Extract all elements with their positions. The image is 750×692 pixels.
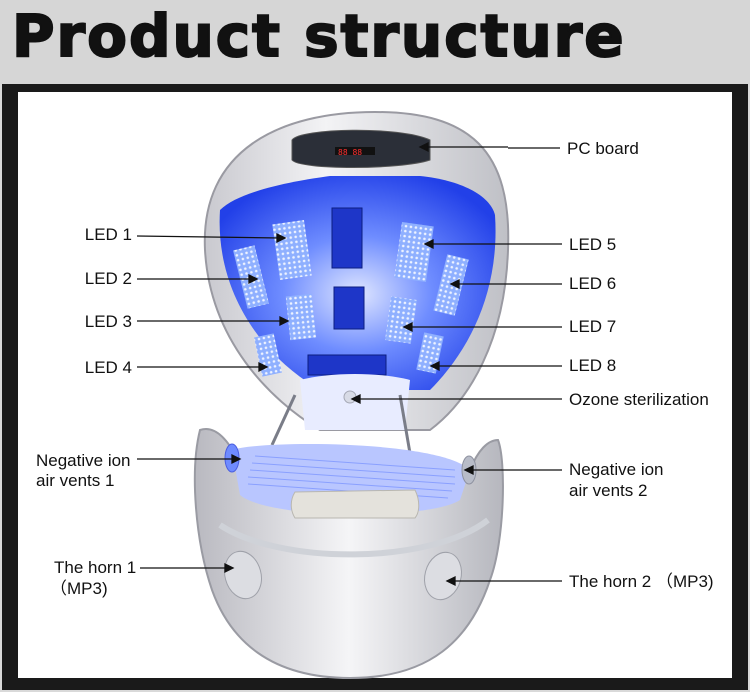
led-panel-center-top [331,207,363,269]
label-led-1: LED 1 [84,225,132,244]
label-ozone-sterilization: Ozone sterilization [569,390,709,409]
led-panel-1 [272,220,312,280]
label-horn-1-line1: The horn 1 [54,558,137,577]
speaker-horn-1 [224,550,262,600]
pc-board-display [335,147,375,155]
led-panel-6 [433,254,469,316]
svg-text:88 88: 88 88 [338,148,362,157]
label-led-6: LED 6 [569,274,617,293]
label-horn-2: The horn 2 （MP3) [569,572,714,591]
label-led-5: LED 5 [569,235,617,254]
label-led-3: LED 3 [84,312,132,331]
led-panel-5 [394,222,434,282]
label-pc-board: PC board [567,139,639,158]
label-horn-1-line2: （MP3) [50,579,108,598]
header-band: Product structure [0,0,750,84]
label-led-4: LED 4 [84,358,132,377]
led-panel-3 [285,293,317,341]
label-negative-ion-2-line2: air vents 2 [569,481,648,500]
led-panel-center-mid [333,286,365,330]
led-panel-center-bottom [307,354,387,376]
label-negative-ion-1-line2: air vents 1 [36,471,115,490]
pillow [290,489,420,519]
label-led-7: LED 7 [569,317,617,336]
label-negative-ion-1-line1: Negative ion [36,451,131,470]
led-panel-7 [385,296,417,344]
label-led-8: LED 8 [569,356,617,375]
ozone-port [343,390,357,404]
page-title: Product structure [11,1,626,71]
leader-lines [136,141,562,587]
label-led-2: LED 2 [84,269,132,288]
label-negative-ion-2-line1: Negative ion [569,460,664,479]
